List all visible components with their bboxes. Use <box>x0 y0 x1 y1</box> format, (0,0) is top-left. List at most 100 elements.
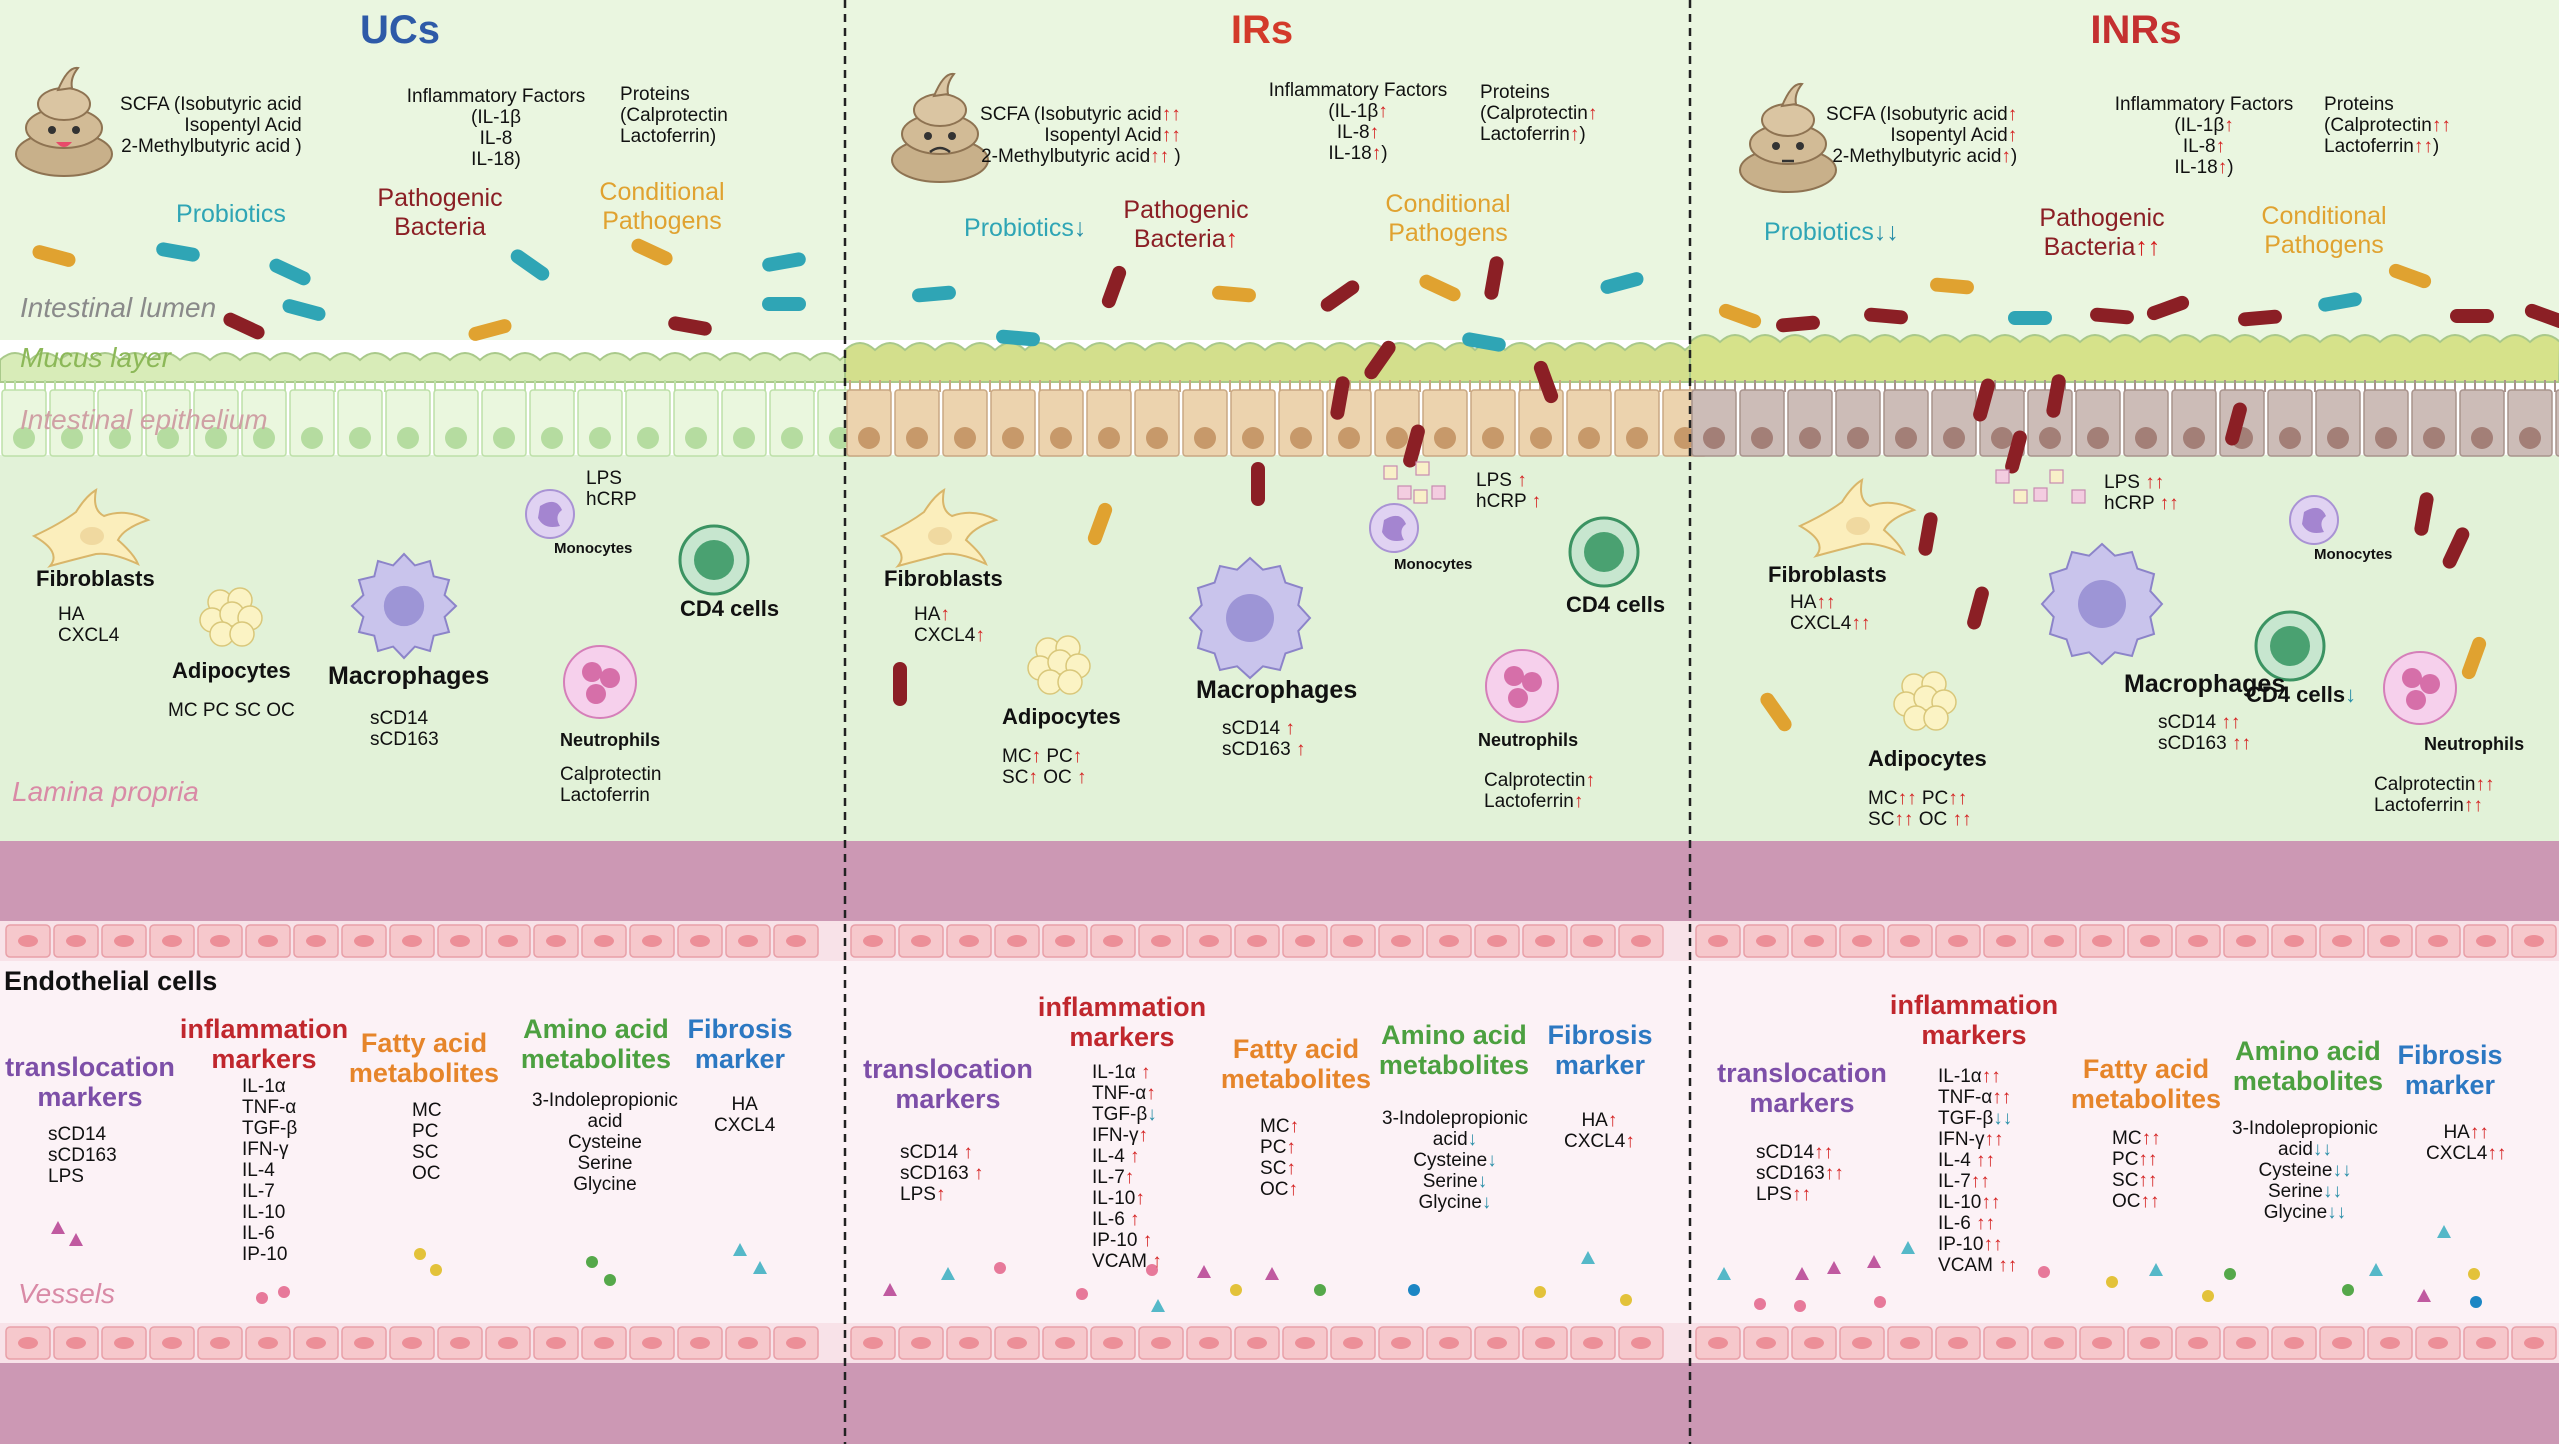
increase-arrow-icon: ↑ <box>1814 1142 1824 1163</box>
marker-values-inflammation-line: IL-7↑↑ <box>1938 1171 1990 1192</box>
increase-arrow-icon: ↑ <box>1993 1129 2004 1150</box>
marker-values-translocation-line: sCD14↑↑ <box>1756 1142 1834 1163</box>
increase-arrow-icon: ↑ <box>2484 774 2495 795</box>
fibroblast-markers-line: CXCL4 <box>58 625 120 646</box>
endothelial-nucleus <box>642 935 662 947</box>
increase-arrow-icon: ↑ <box>2138 1170 2148 1191</box>
marker-values-translocation-line: sCD14 <box>48 1124 107 1145</box>
adipocyte-markers: MC PC SC OC <box>168 700 295 721</box>
increase-arrow-icon: ↑ <box>1985 1150 1996 1171</box>
endothelial-nucleus <box>738 1337 758 1349</box>
increase-arrow-icon: ↑ <box>1860 613 1871 634</box>
marker-values-fatty-line: OC↑↑ <box>2112 1191 2160 1212</box>
bacteria-icon <box>1967 586 1989 630</box>
endothelial-nucleus <box>1199 1337 1219 1349</box>
epithelial-cell <box>894 389 940 457</box>
decrease-arrow-icon: ↓ <box>2332 1160 2342 1181</box>
metabolite-marker <box>883 1283 897 1296</box>
endothelial-nucleus <box>2188 935 2208 947</box>
epithelial-cell <box>1086 389 1132 457</box>
epithelial-nucleus <box>858 427 880 449</box>
marker-values-inflammation-line: IL-1α↑↑ <box>1938 1066 2001 1087</box>
endothelial-nucleus <box>1055 935 1075 947</box>
increase-arrow-icon: ↑ <box>1897 788 1908 809</box>
fibroblast-markers-line: HA <box>58 604 85 625</box>
marker-values-amino-line: acid↓↓ <box>2278 1139 2332 1160</box>
category-translocation-line: markers <box>895 1084 1001 1114</box>
cd4-cell-icon <box>678 524 750 596</box>
increase-arrow-icon: ↑ <box>1823 1142 1834 1163</box>
endothelial-nucleus <box>18 1337 38 1349</box>
endothelial-nucleus <box>2380 1337 2400 1349</box>
bacteria-icon <box>1419 274 1461 302</box>
endothelial-nucleus <box>2188 1337 2208 1349</box>
scfa-text-line: SCFA (Isobutyric acid↑ <box>1826 104 2018 125</box>
endothelial-nucleus <box>546 935 566 947</box>
bacteria-icon <box>893 662 907 706</box>
marker-values-inflammation-line: IL-10 <box>242 1202 286 1223</box>
category-translocation-line: markers <box>37 1082 143 1112</box>
endothelial-nucleus <box>1583 935 1603 947</box>
increase-arrow-icon: ↑ <box>975 625 985 646</box>
bacteria-icon <box>996 329 1040 347</box>
epithelial-nucleus <box>1578 427 1600 449</box>
metabolite-marker <box>430 1264 442 1276</box>
metabolite-marker <box>414 1248 426 1260</box>
pathogenic-bacteria-label-line: Pathogenic <box>2039 204 2165 232</box>
neutrophil-markers-line: Lactoferrin <box>560 785 650 806</box>
endothelial-nucleus <box>210 935 230 947</box>
epithelial-cell <box>289 389 335 457</box>
increase-arrow-icon: ↑ <box>1171 104 1181 125</box>
endothelial-nucleus <box>1708 935 1728 947</box>
marker-values-fatty-line: SC↑↑ <box>2112 1170 2158 1191</box>
increase-arrow-icon: ↑ <box>1984 1129 1994 1150</box>
marker-values-amino-line: Glycine <box>573 1174 637 1195</box>
decrease-arrow-icon: ↓ <box>2336 1202 2347 1223</box>
endothelial-nucleus <box>911 935 931 947</box>
increase-arrow-icon: ↑ <box>1587 103 1598 124</box>
increase-arrow-icon: ↑ <box>1907 788 1917 809</box>
metabolite-marker <box>1265 1267 1279 1280</box>
epithelial-cell <box>577 389 623 457</box>
neutrophils-label-line: Neutrophils <box>560 730 661 750</box>
lps-particle <box>1397 485 1412 500</box>
epithelial-cell <box>1518 389 1564 457</box>
bacteria-icon <box>2046 374 2066 418</box>
vessel-zone <box>845 961 1690 1323</box>
neutrophil-markers: Calprotectin↑↑Lactoferrin↑↑ <box>2374 774 2494 816</box>
scfa-text-line: Isopentyl Acid↑ <box>1890 125 2018 146</box>
proteins-text-line: (Calprotectin <box>620 105 728 126</box>
bacteria-icon <box>2090 307 2134 325</box>
macrophages-label: Macrophages <box>328 662 489 690</box>
marker-values-amino-line: Serine↓ <box>1422 1171 1488 1192</box>
endothelial-nucleus <box>1247 935 1267 947</box>
metabolite-marker <box>278 1286 290 1298</box>
epithelial-nucleus <box>445 427 467 449</box>
cd4-cells-label-line: CD4 cells↓ <box>2246 682 2357 707</box>
marker-values-inflammation-line: IP-10↑↑ <box>1938 1234 2003 1255</box>
lps-particle <box>1413 489 1428 504</box>
marker-values-fatty-line: OC↑ <box>1260 1179 1299 1200</box>
increase-arrow-icon: ↑ <box>2217 157 2228 178</box>
marker-values-fibrosis: HA↑↑CXCL4↑↑ <box>2426 1122 2506 1164</box>
fibroblasts-label-line: Fibroblasts <box>36 566 155 591</box>
proteins-text: Proteins(Calprotectin↑Lactoferrin↑) <box>1480 82 1597 145</box>
epithelial-nucleus <box>1703 427 1725 449</box>
scfa-text-line: SCFA (Isobutyric acid↑↑ <box>980 104 1181 125</box>
bacteria-icon <box>762 297 806 311</box>
marker-values-translocation: sCD14 ↑sCD163 ↑LPS↑ <box>900 1142 983 1205</box>
column-title-irs: IRs <box>1230 8 1294 52</box>
epithelial-nucleus <box>109 427 131 449</box>
epithelial-nucleus <box>781 427 803 449</box>
increase-arrow-icon: ↑ <box>2463 795 2474 816</box>
marker-values-inflammation-line: IP-10 ↑ <box>1092 1230 1153 1251</box>
epithelial-cell <box>1883 389 1929 457</box>
marker-values-amino-line: Cysteine↓ <box>1413 1150 1497 1171</box>
macrophages-label-line: Macrophages <box>328 662 490 690</box>
epithelial-nucleus <box>493 427 515 449</box>
mucus-layer <box>1689 334 2559 383</box>
marker-values-amino-line: Glycine↓ <box>1418 1192 1492 1213</box>
